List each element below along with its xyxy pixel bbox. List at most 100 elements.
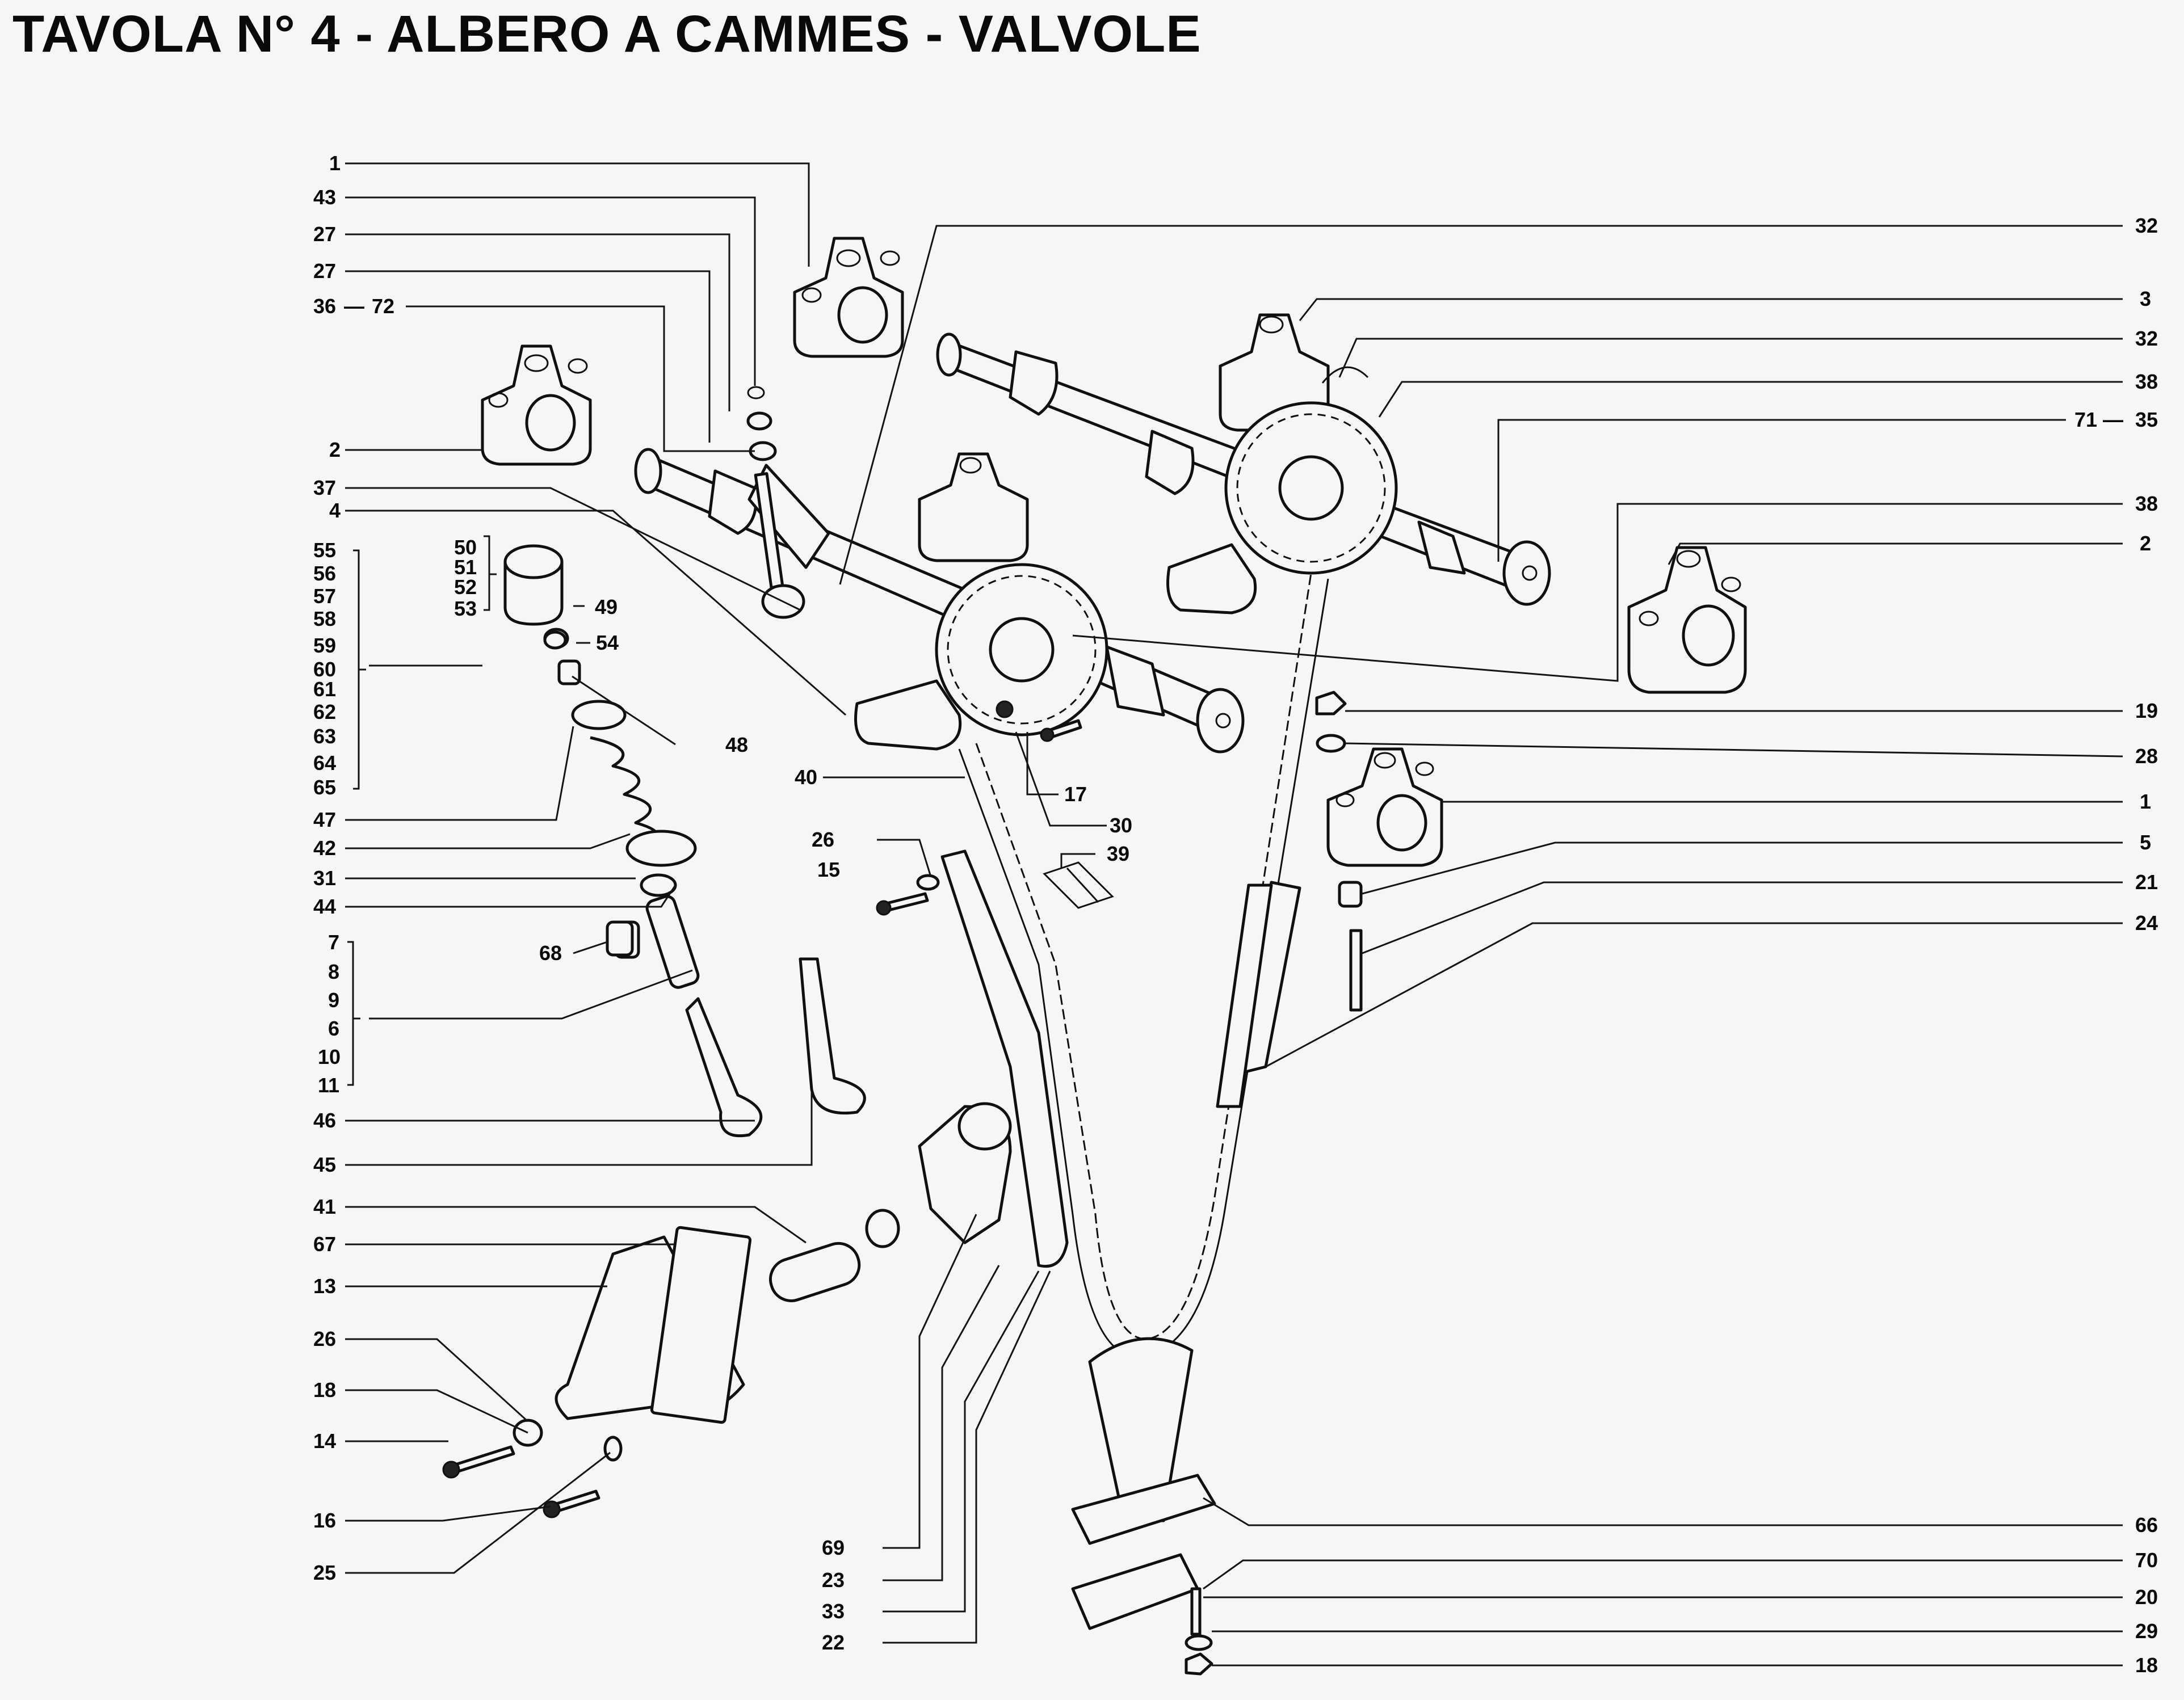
callout-1: 1 (329, 152, 341, 175)
callout-43: 43 (313, 186, 336, 209)
callout-49: 49 (595, 595, 618, 618)
tensioner-idler (957, 1102, 1012, 1151)
callout-31: 31 (313, 866, 336, 890)
callout-14: 14 (313, 1429, 336, 1453)
callout-60: 60 (313, 658, 336, 681)
bracket-50-53 (484, 535, 497, 611)
callout-71: 71 (2074, 408, 2097, 431)
callout-40: 40 (795, 765, 817, 789)
callout-65: 65 (313, 776, 336, 799)
callout-13: 13 (313, 1274, 336, 1298)
callout-9: 9 (328, 988, 339, 1012)
callout-29: 29 (2135, 1619, 2158, 1643)
callout-11: 11 (318, 1074, 339, 1097)
callout-21: 21 (2135, 870, 2158, 894)
callout-3: 3 (2140, 287, 2151, 310)
callout-68: 68 (539, 941, 562, 965)
callout-27: 27 (313, 222, 336, 246)
clip-32 (1321, 366, 1369, 384)
callout-labels: 1 43 27 27 36 — 72 2 37 4 55 56 57 58 59… (313, 152, 2158, 1677)
callout-15: 15 (817, 858, 840, 881)
callout-46: 46 (313, 1109, 336, 1132)
callout-55: 55 (313, 538, 336, 562)
bearing-cap-1-right (1326, 747, 1443, 867)
cam-sprocket-exhaust (935, 563, 1108, 737)
callout-41: 41 (313, 1195, 336, 1218)
callout-16: 16 (313, 1509, 336, 1532)
callout-33: 33 (822, 1600, 845, 1623)
callout-59: 59 (313, 634, 336, 657)
callout-70: 70 (2135, 1548, 2158, 1572)
callout-57: 57 (313, 584, 336, 608)
washer-26 (916, 874, 940, 891)
page-title: TAVOLA N° 4 - ALBERO A CAMMES - VALVOLE (12, 5, 1202, 63)
callout-10: 10 (318, 1045, 341, 1068)
tensioner-gasket (650, 1226, 752, 1424)
callout-62: 62 (313, 700, 336, 723)
callout-7: 7 (328, 931, 339, 954)
callout-24: 24 (2135, 911, 2158, 935)
callout-2: 2 (2140, 532, 2151, 555)
cam-sprocket-intake (1224, 401, 1398, 575)
callout-32: 32 (2135, 214, 2158, 237)
leader-lines (345, 162, 2123, 1667)
callout-54: 54 (596, 631, 619, 654)
callout-27: 27 (313, 259, 336, 283)
chain-guide-left (940, 849, 1069, 1268)
callout-58: 58 (313, 607, 336, 630)
callout-25: 25 (313, 1561, 336, 1584)
chain-guide-lower (1088, 1337, 1194, 1522)
callout-5: 5 (2140, 831, 2151, 854)
callout-53: 53 (454, 597, 477, 620)
callout-45: 45 (313, 1153, 336, 1176)
guide-rail-24 (1216, 883, 1273, 1108)
tensioner-pin (768, 1242, 861, 1302)
callout-32: 32 (2135, 327, 2158, 350)
callout-4: 4 (329, 499, 341, 522)
chain-shoe-base (1071, 1553, 1199, 1630)
bolts (442, 719, 1363, 1636)
washer-25 (603, 1436, 623, 1462)
bracket-55-65 (353, 549, 366, 790)
callout-6: 6 (328, 1017, 339, 1040)
callout-26: 26 (812, 828, 834, 851)
callout-22: 22 (822, 1631, 845, 1654)
callout-30: 30 (1110, 814, 1132, 837)
callout-37: 37 (313, 476, 336, 499)
valve-seal-68 (606, 920, 634, 957)
callout-35: 35 (2135, 408, 2158, 431)
parts-illustration (442, 237, 1747, 1676)
callout-2: 2 (329, 438, 341, 461)
callout-38: 38 (2135, 492, 2158, 515)
callout-66: 66 (2135, 1513, 2158, 1537)
callout-42: 42 (313, 836, 336, 860)
callout-19: 19 (2135, 699, 2158, 722)
callout-48: 48 (725, 733, 748, 756)
callout-28: 28 (2135, 744, 2158, 768)
bracket-7-11 (347, 941, 360, 1086)
tensioner-bush (865, 1209, 900, 1248)
callout-26: 26 (313, 1327, 336, 1350)
callout-50: 50 (454, 536, 477, 559)
callout-38: 38 (2135, 370, 2158, 393)
callout-72: 72 (372, 294, 394, 318)
chain-shoe-bracket (1071, 1474, 1216, 1545)
dowel-5 (1338, 881, 1363, 908)
callout-67: 67 (313, 1232, 336, 1256)
callout-63: 63 (313, 725, 336, 748)
circlip (747, 386, 765, 399)
nut-19 (1315, 691, 1347, 716)
callout-20: 20 (2135, 1585, 2158, 1609)
callout-18: 18 (313, 1378, 336, 1402)
bearing-cap-1-top (793, 237, 904, 358)
callout-69: 69 (822, 1536, 845, 1559)
bearing-cap-2-left (481, 344, 592, 466)
keeper-54 (543, 630, 567, 650)
callout-1: 1 (2140, 790, 2151, 813)
cam-support-lower-right (1166, 543, 1257, 615)
callout-51: 51 (454, 556, 477, 579)
callout-dash: — (2103, 408, 2123, 431)
bearing-cap-4 (918, 452, 1029, 562)
callout-dash: — (344, 294, 364, 318)
